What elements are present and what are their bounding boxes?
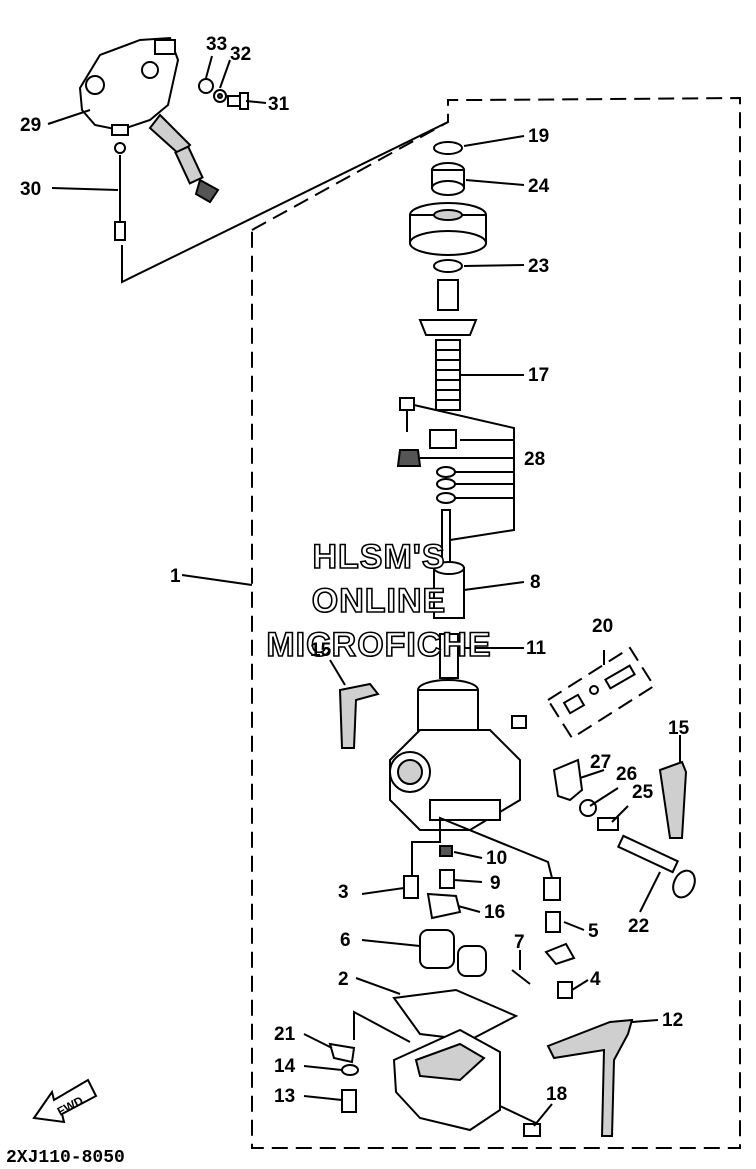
plate-21-part [328,1042,356,1064]
callout-13: 13 [274,1086,295,1107]
screw-washer-set [198,78,249,110]
callout-17: 17 [528,365,549,386]
gasket-2-part [392,988,519,1042]
callout-8: 8 [530,572,541,593]
screw-13-part [341,1089,357,1113]
pilot-screw-set [546,646,656,740]
o-ring-23-part [433,259,463,273]
washer-14-part [341,1064,359,1076]
callout-20: 20 [592,616,613,637]
assembly-boundary [251,96,741,1149]
callout-3: 3 [338,882,349,903]
diagram-code: 2XJ110-8050 [6,1148,125,1168]
callout-23: 23 [528,256,549,277]
needle-jet-part [439,633,459,679]
callout-19: 19 [528,126,549,147]
callout-25: 25 [632,782,654,803]
jet-3-part [403,875,419,899]
cable-end-part [114,142,126,241]
callout-26: 26 [616,764,637,785]
callout-22: 22 [628,916,649,937]
watermark: HLSM'S ONLINE MICROFICHE [266,537,492,665]
seal-19-part [433,141,463,155]
callout-32: 32 [230,44,251,65]
cable-holder-part [418,279,478,336]
callout-29: 29 [20,115,41,136]
needle-set-28-part [396,397,457,571]
jet-9-part [439,869,455,889]
callout-2: 2 [338,969,349,990]
callout-10: 10 [486,848,507,869]
screw-18-part [523,1123,541,1137]
throttle-valve-part [433,561,465,619]
cable-link-line [121,121,449,284]
leader-lines [47,55,681,1127]
throttle-housing-part [78,36,220,204]
callout-9: 9 [490,873,501,894]
callout-30: 30 [20,179,41,200]
callout-28: 28 [524,449,545,470]
washer-10-part [439,845,453,857]
callout-7: 7 [514,932,525,953]
fwd-arrow-icon: FWD [32,1078,98,1124]
callout-24: 24 [528,176,550,197]
pin-7-part [511,969,531,985]
float-bowl-part [392,1028,501,1132]
screw-4-part [557,981,573,999]
callout-15-left: 15 [310,640,332,661]
spring-17-part [435,339,461,411]
drain-hose-12-part [546,1018,634,1137]
jet-5-part [543,877,576,966]
callout-11: 11 [526,638,547,659]
boot-24-part [431,162,465,196]
watermark-line-2: ONLINE [312,582,446,620]
carburetor-body-part [389,679,521,831]
vent-hose-right-part [658,760,688,839]
mixing-chamber-cap-part [409,202,487,256]
callout-31: 31 [268,94,290,115]
callout-21: 21 [274,1024,296,1045]
callout-28-lines [413,404,515,541]
screw-25-26-part [579,799,619,831]
callout-1: 1 [170,566,181,587]
callout-12: 12 [662,1010,683,1031]
callout-16: 16 [484,902,505,923]
callout-labels: 1 2 3 4 5 6 7 8 9 10 11 12 13 14 15 15 1… [20,34,690,1107]
watermark-line-1: HLSM'S [312,538,445,576]
callout-4: 4 [590,969,601,990]
callout-14: 14 [274,1056,296,1077]
callout-33: 33 [206,34,227,55]
watermark-line-3: MICROFICHE [266,626,491,664]
callout-15-right: 15 [668,718,690,739]
plug-part [511,715,527,729]
callout-6: 6 [340,930,351,951]
bracket-27-part [552,758,584,802]
callout-18: 18 [546,1084,567,1105]
callout-27: 27 [590,752,611,773]
vent-hose-left-part [338,682,380,749]
float-6-part [419,929,487,977]
holder-16-part [426,892,462,920]
throttle-stop-screw-part [616,834,696,899]
callout-5: 5 [588,921,599,942]
